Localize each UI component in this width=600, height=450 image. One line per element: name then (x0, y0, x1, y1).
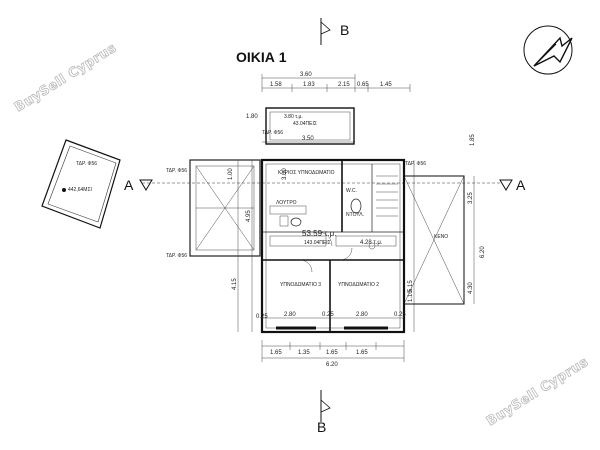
dim-top-7: 1.80 (246, 114, 258, 120)
section-mark-b-bottom: B (317, 390, 331, 435)
top-area-sub: 43.04ΠΕΙΣ (293, 121, 317, 127)
plot-level-label: ΤΔΡ. Φ56 (76, 161, 97, 167)
room-label-bedroom3: ΥΠΝΟΔΩΜΑΤΙΟ 3 (280, 282, 321, 288)
room-label-wardrobe: ΝΤΟΥΛ. (346, 212, 364, 218)
dim-bottom-1: 2.80 (284, 312, 296, 318)
room-label-bedroom2: ΥΠΝΟΔΩΜΑΤΙΟ 2 (338, 282, 379, 288)
dim-bottom-3: 2.80 (356, 312, 368, 318)
dim-side-1: 4.95 (246, 210, 252, 222)
dim-top-8: 1.85 (470, 134, 476, 146)
dim-top-3: 2.15 (338, 82, 350, 88)
dim-bottom-9: 6.20 (326, 362, 338, 368)
plot-area-label: 442,64ΜΣΙ (68, 187, 92, 193)
section-label-a-right: A (516, 177, 526, 193)
room-label-bath: ΛΟΥΤΡΟ (276, 200, 297, 206)
level-marker-1: ΤΔΡ. Φ56 (262, 130, 283, 136)
dim-bottom-2: 0.25 (322, 312, 334, 318)
level-marker-2: ΤΔΡ. Φ56 (166, 168, 187, 174)
area-main-sub: 143.04ΠΕΙΣ (304, 240, 331, 246)
level-marker-3: ΤΔΡ. Φ56 (166, 253, 187, 259)
left-terrace (189, 159, 261, 257)
section-mark-b-top: B (320, 18, 349, 45)
dim-bottom-8: 1.65 (356, 350, 368, 356)
area-main-label: 53.59 τ.μ. (302, 229, 336, 238)
section-label-b-bottom: B (317, 419, 326, 435)
dim-bottom-0: 0.25 (256, 314, 268, 320)
void-label: ΚΕΝΟ (434, 234, 448, 240)
dim-side-2: 5.15 (408, 280, 414, 292)
dim-side-6: 4.30 (468, 282, 474, 294)
area-small-label: 4.28 τ.μ. (360, 240, 383, 246)
dimension-chain-bottom: 0.25 2.80 0.25 2.80 0.25 1.65 1.35 1.65 … (256, 312, 406, 368)
watermark-top-left: BuySell Cyprus (12, 41, 119, 116)
dim-top-0: 3.60 (300, 72, 312, 78)
drawing-title: ΟΙΚΙΑ 1 (236, 49, 287, 65)
dim-bottom-4: 0.25 (394, 312, 406, 318)
dim-top-2: 1.83 (303, 82, 315, 88)
level-marker-4: ΤΔΡ. Φ56 (405, 161, 426, 167)
north-arrow-icon (523, 25, 573, 75)
dim-top-6: 3.50 (302, 136, 314, 142)
top-area-label: 3.80 τ.μ. (284, 114, 303, 120)
dimension-chain-side: 4.15 4.95 5.15 1.10 3.25 6.20 4.30 3.00 … (228, 160, 486, 332)
room-label-wc: W.C. (346, 188, 357, 194)
dim-bottom-6: 1.35 (298, 350, 310, 356)
site-key-plan: 442,64ΜΣΙ ΤΔΡ. Φ56 (41, 139, 121, 229)
dim-top-4: 0.65 (357, 82, 369, 88)
dim-bottom-5: 1.65 (270, 350, 282, 356)
dim-side-7: 3.00 (282, 168, 288, 180)
dim-bottom-7: 1.65 (326, 350, 338, 356)
section-label-a-left: A (124, 177, 134, 193)
dim-side-0: 4.15 (232, 278, 238, 290)
dim-side-5: 6.20 (480, 246, 486, 258)
dimension-chain-top: 3.60 1.58 1.83 2.15 0.65 1.45 3.50 1.80 … (246, 72, 476, 146)
dim-side-8: 1.00 (228, 168, 234, 180)
main-building-walls (260, 158, 406, 334)
watermark-bottom-right: BuySell Cyprus (484, 355, 591, 430)
dim-side-3: 1.10 (408, 290, 414, 302)
section-line-a: A A (124, 177, 526, 193)
room-label-master-bedroom: ΚΥΡΙΟΣ ΥΠΝΟΔΩΜΑΤΙΟ (278, 170, 335, 176)
top-balcony-block: 3.80 τ.μ. 43.04ΠΕΙΣ (265, 107, 355, 145)
section-label-b-top: B (340, 22, 349, 38)
dim-top-5: 1.45 (380, 82, 392, 88)
dim-top-1: 1.58 (270, 82, 282, 88)
dim-side-4: 3.25 (468, 192, 474, 204)
